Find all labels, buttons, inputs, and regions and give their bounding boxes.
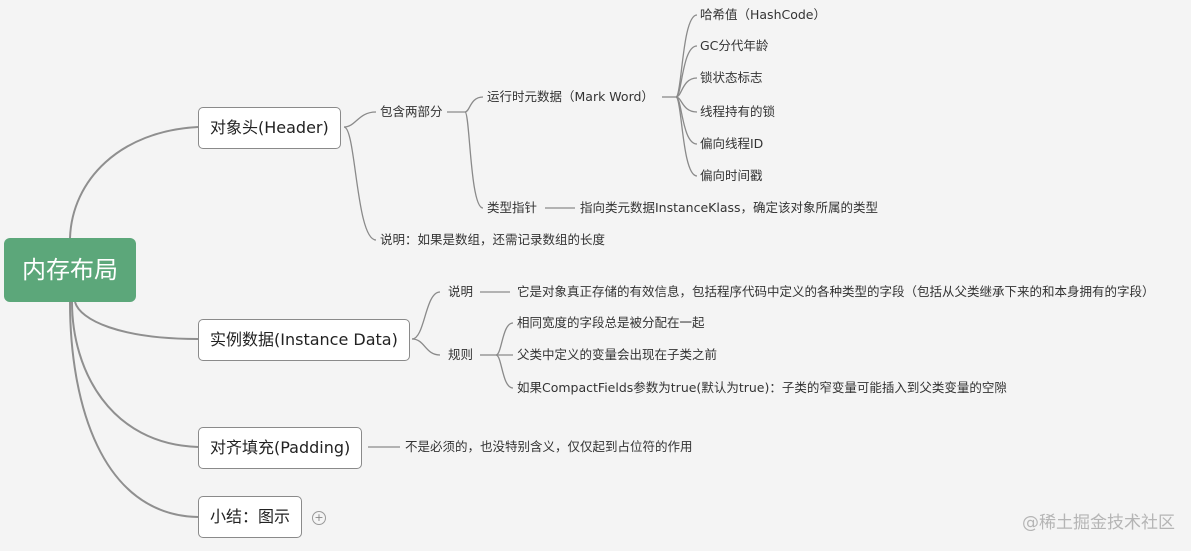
mark-word-item[interactable]: GC分代年龄 [700,38,769,53]
instance-rule[interactable]: 如果CompactFields参数为true(默认为true)：子类的窄变量可能… [517,380,1007,395]
type-pointer-desc[interactable]: 指向类元数据InstanceKlass，确定该对象所属的类型 [580,200,879,215]
type-pointer-node[interactable]: 类型指针 [487,200,538,215]
mark-word-item[interactable]: 偏向线程ID [700,136,764,151]
instance-desc[interactable]: 它是对象真正存储的有效信息，包括程序代码中定义的各种类型的字段（包括从父类继承下… [517,284,1155,299]
padding-desc[interactable]: 不是必须的，也没特别含义，仅仅起到占位符的作用 [405,439,693,454]
header-contains[interactable]: 包含两部分 [380,104,443,119]
node-instance-data[interactable]: 实例数据(Instance Data) [198,319,410,361]
mark-word-item[interactable]: 偏向时间戳 [700,168,763,183]
watermark: @稀土掘金技术社区 [1022,513,1175,533]
mark-word-item[interactable]: 哈希值（HashCode） [700,7,826,22]
instance-rule[interactable]: 父类中定义的变量会出现在子类之前 [517,347,718,362]
node-summary[interactable]: 小结：图示 [198,496,303,538]
mark-word-node[interactable]: 运行时元数据（Mark Word） [487,89,654,104]
instance-desc-label[interactable]: 说明 [448,284,474,299]
instance-rules-label[interactable]: 规则 [448,347,474,362]
expand-plus-icon[interactable]: + [312,511,326,525]
mark-word-item[interactable]: 锁状态标志 [700,70,763,85]
node-padding[interactable]: 对齐填充(Padding) [198,427,363,469]
root-node[interactable]: 内存布局 [4,238,136,302]
instance-rule[interactable]: 相同宽度的字段总是被分配在一起 [517,315,705,330]
mark-word-item[interactable]: 线程持有的锁 [700,104,776,119]
header-note[interactable]: 说明：如果是数组，还需记录数组的长度 [380,232,606,247]
node-header[interactable]: 对象头(Header) [198,107,341,149]
